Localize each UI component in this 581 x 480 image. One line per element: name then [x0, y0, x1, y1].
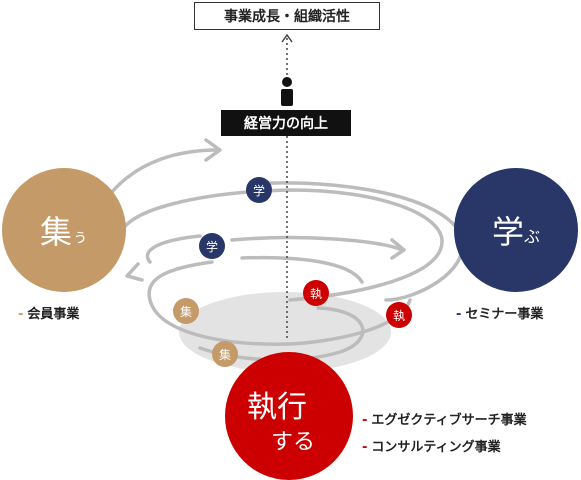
spiral-middle-ring	[118, 188, 444, 302]
atsumaru-small-text: ぅ	[72, 227, 89, 246]
goal-title: 事業成長・組織活性	[224, 9, 350, 25]
atsumaru-main-text: 集	[39, 213, 72, 251]
node-atsumaru-1: 集	[173, 298, 199, 324]
spiral-top-arc	[110, 148, 220, 194]
spiral-mid-left	[145, 234, 202, 264]
goal-arrowhead	[281, 33, 293, 43]
shikkou-service-executive-search: -エグゼクティブサーチ事業	[362, 409, 527, 428]
manabu-service-seminar: -セミナー事業	[456, 303, 543, 322]
shikkou-circle: 執行 する	[225, 352, 353, 480]
manabu-main-text: 学	[491, 213, 524, 251]
node-manabu-2-text: 学	[205, 239, 218, 254]
manabu-small-text: ぶ	[524, 227, 541, 246]
manabu-service-text: セミナー事業	[465, 307, 544, 322]
shikkou-sub-text: する	[271, 430, 316, 455]
shikkou-service-1-dash: -	[362, 413, 368, 428]
atsumaru-service-dash: -	[18, 307, 24, 322]
shikkou-main-text: 執行	[247, 390, 307, 425]
node-manabu-1-text: 学	[252, 183, 265, 198]
shikkou-service-consulting: -コンサルティング事業	[362, 436, 501, 455]
spiral-bottom-ring	[198, 306, 365, 362]
atsumaru-circle: 集ぅ	[2, 168, 126, 292]
node-manabu-2: 学	[199, 233, 225, 259]
arrowhead-left	[125, 262, 144, 282]
person-icon	[281, 77, 293, 106]
shikkou-service-2-text: コンサルティング事業	[371, 440, 501, 455]
node-shikkou-1: 執	[303, 280, 329, 306]
spiral-inner-ring	[240, 255, 364, 284]
shikkou-service-1-text: エグゼクティブサーチ事業	[371, 413, 527, 428]
node-shikkou-1-text: 執	[309, 286, 322, 301]
management-label: 経営力の向上	[221, 110, 351, 136]
manabu-circle: 学ぶ	[454, 168, 578, 292]
atsumaru-service-member: -会員事業	[18, 303, 79, 322]
arrowhead-right	[390, 238, 406, 260]
node-atsumaru-2-text: 集	[218, 347, 231, 362]
node-shikkou-2: 執	[386, 302, 412, 328]
goal-label: 事業成長・組織活性	[194, 2, 380, 30]
spiral-mid-right	[230, 235, 404, 252]
node-atsumaru-2: 集	[212, 341, 238, 367]
management-title: 経営力の向上	[244, 116, 328, 132]
shikkou-service-2-dash: -	[362, 440, 368, 455]
manabu-service-dash: -	[456, 307, 462, 322]
node-shikkou-2-text: 執	[392, 308, 405, 323]
node-manabu-1: 学	[246, 177, 272, 203]
node-atsumaru-1-text: 集	[179, 304, 192, 319]
atsumaru-service-text: 会員事業	[27, 307, 80, 322]
spiral-arrowheads	[125, 138, 406, 282]
arrowhead-top	[204, 138, 222, 162]
